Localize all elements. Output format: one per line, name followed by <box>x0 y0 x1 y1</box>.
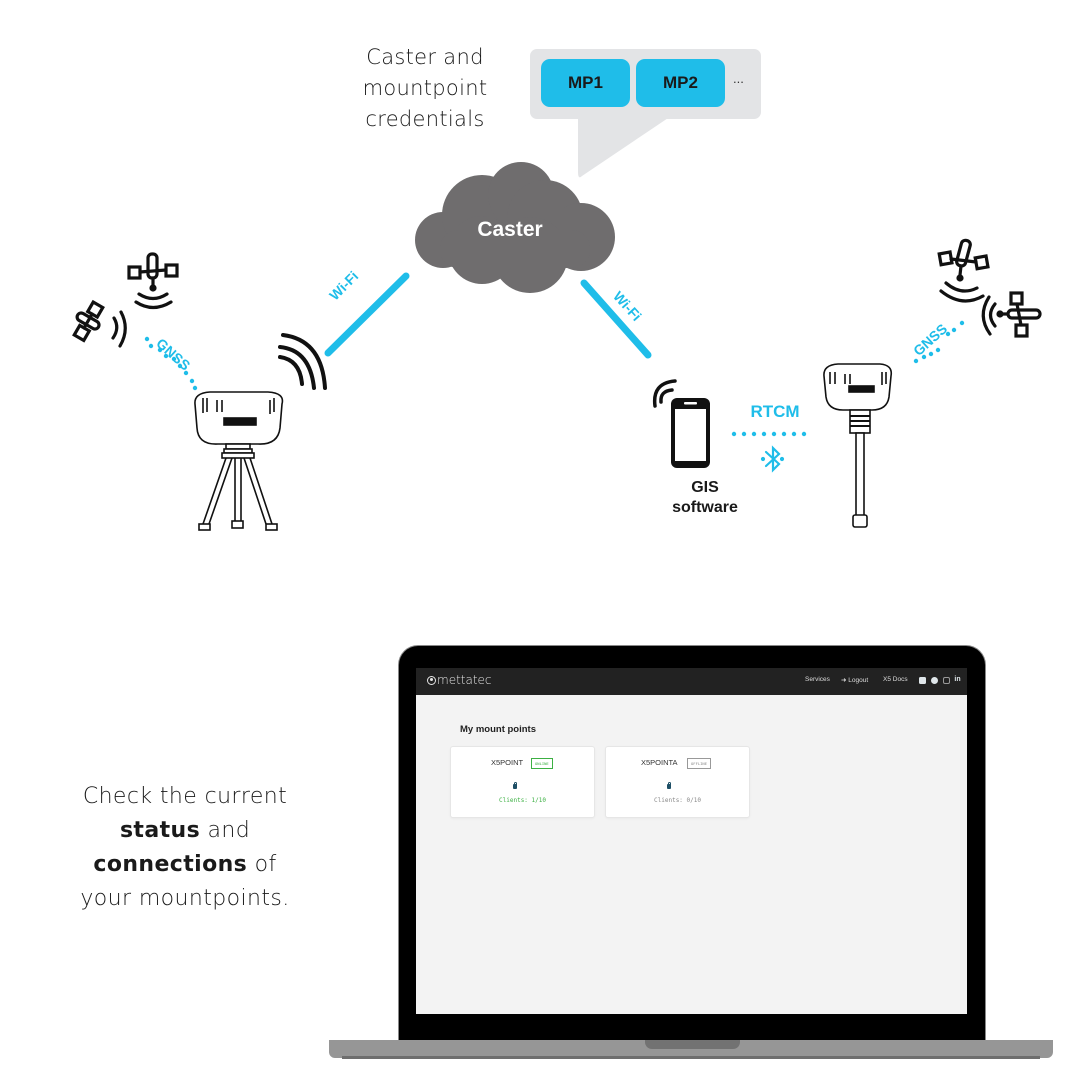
mountpoint-card[interactable]: X5POINTA OFFLINE Clients: 0/10 <box>605 746 750 818</box>
status-caption: Check the current status and connections… <box>50 780 320 916</box>
laptop-base <box>329 1040 1053 1058</box>
mountpoint-chip-mp1: MP1 <box>541 59 630 107</box>
mountpoint-chip-mp2: MP2 <box>636 59 725 107</box>
mountpoint-card[interactable]: X5POINT ONLINE Clients: 1/10 <box>450 746 595 818</box>
rtcm-label: RTCM <box>750 402 800 421</box>
wifi-link-left <box>324 272 410 357</box>
clients-count: Clients: 1/10 <box>499 797 546 804</box>
mountpoint-name: X5POINT <box>491 758 524 767</box>
caption-line: mountpoint <box>362 76 488 100</box>
page-title: My mount points <box>460 724 536 735</box>
youtube-icon[interactable] <box>919 677 926 684</box>
network-diagram <box>72 162 1042 531</box>
caption-line: Caster and <box>366 45 484 69</box>
instagram-icon[interactable] <box>943 677 950 684</box>
gis-label-line: GIS <box>691 479 719 496</box>
satellite-signal-icon <box>981 295 997 336</box>
gnss-link-right <box>913 320 965 364</box>
lock-icon <box>667 781 671 789</box>
lock-icon <box>513 781 517 789</box>
satellite-icon <box>72 299 105 343</box>
laptop-notch <box>645 1040 740 1049</box>
smartphone-icon <box>671 398 710 468</box>
caption-bold-connections: connections <box>93 852 248 877</box>
nav-logout-link[interactable]: ➜ Logout <box>841 676 868 684</box>
nav-docs-link[interactable]: X5 Docs <box>883 676 908 683</box>
credentials-bubble: MP1 MP2 ... <box>530 49 761 119</box>
brand-name: mettatec <box>437 673 492 687</box>
linkedin-icon[interactable]: in <box>954 676 961 683</box>
phone-signal-icon <box>652 379 677 408</box>
laptop-base-shadow <box>342 1056 1040 1059</box>
laptop-screen: mettatec Services ➜ Logout X5 Docs in My… <box>416 668 967 1014</box>
credentials-caption: Caster and mountpoint credentials <box>340 42 510 135</box>
nav-services-link[interactable]: Services <box>805 676 830 683</box>
speech-bubble-tail <box>578 110 680 178</box>
wifi-signal-icon <box>278 333 327 390</box>
wifi-link-right <box>580 279 652 359</box>
mountpoint-name: X5POINTA <box>641 758 678 767</box>
caption-line: status and <box>50 814 320 848</box>
caption-line: credentials <box>365 107 485 131</box>
more-indicator: ... <box>733 71 744 86</box>
brand-mark-icon <box>427 675 436 685</box>
caption-line: your mountpoints. <box>80 886 290 911</box>
satellite-signal-icon <box>111 310 127 348</box>
app-navbar: mettatec Services ➜ Logout X5 Docs in <box>416 668 967 695</box>
caster-label: Caster <box>477 218 543 241</box>
gnss-rover-pole-icon <box>823 363 893 528</box>
status-badge: ONLINE <box>531 758 553 769</box>
caption-text: of <box>247 852 277 877</box>
status-badge: OFFLINE <box>687 758 712 769</box>
caster-cloud-icon <box>415 162 615 293</box>
gis-software-label: GIS software <box>640 478 770 518</box>
bluetooth-icon <box>760 445 785 473</box>
nav-logout-label: Logout <box>848 677 869 684</box>
satellite-icon <box>127 252 179 310</box>
caption-text: and <box>200 818 251 843</box>
caption-line: connections of <box>50 848 320 882</box>
brand-logo[interactable]: mettatec <box>427 673 492 687</box>
facebook-icon[interactable] <box>931 677 938 684</box>
rtcm-link <box>731 431 807 437</box>
gnss-link-left <box>144 336 198 391</box>
logout-icon: ➜ <box>841 677 849 684</box>
satellite-icon <box>996 291 1042 338</box>
clients-count: Clients: 0/10 <box>654 797 701 804</box>
gnss-base-tripod-icon <box>194 391 284 531</box>
caption-line: Check the current <box>82 784 288 809</box>
gis-label-line: software <box>672 499 738 516</box>
satellite-icon <box>937 238 990 303</box>
caption-bold-status: status <box>119 818 201 843</box>
